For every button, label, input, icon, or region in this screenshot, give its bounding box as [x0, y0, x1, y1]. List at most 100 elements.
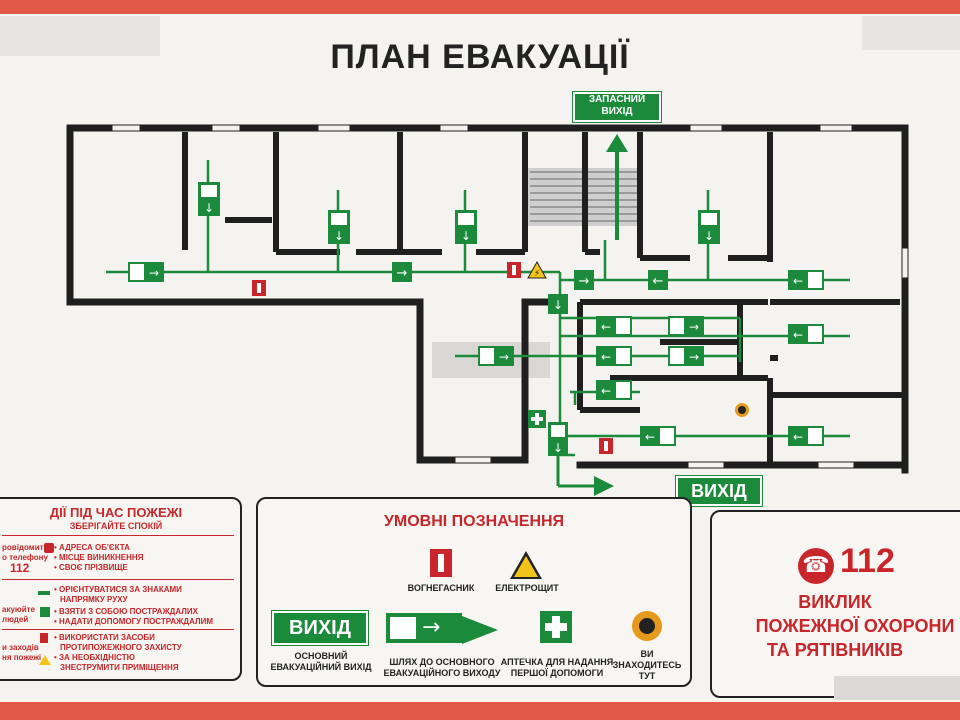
arrow-sign: → [574, 270, 594, 290]
electric-icon [39, 655, 51, 665]
spare-exit-line1: ЗАПАСНИЙ [588, 94, 646, 105]
action-item: • ОРІЄНТУВАТИСЯ ЗА ЗНАКАМИ [54, 585, 182, 594]
running-man-sign: ↓ [548, 422, 568, 456]
svg-text:→: → [149, 266, 159, 280]
svg-text:↓: ↓ [204, 201, 214, 215]
svg-text:←: ← [653, 274, 664, 289]
legend-exit-text: ВИХІД [289, 617, 351, 639]
extinguisher-icon [40, 633, 48, 643]
first-aid-icon [540, 611, 572, 643]
svg-text:←: ← [601, 384, 611, 398]
svg-text:↓: ↓ [334, 229, 344, 243]
red-frame-bottom [0, 702, 960, 720]
electric-panel-icon: ⚡ [527, 260, 547, 279]
first-aid-icon [40, 607, 50, 617]
phone-icon: ☎ [798, 548, 834, 584]
running-man-signs: ↓ ↓ ↓ ↓ ↓ ↓ [198, 182, 720, 456]
action-item: • ВИКОРИСТАТИ ЗАСОБИ [54, 633, 155, 642]
fire-actions-title: ДІЇ ПІД ЧАС ПОЖЕЖІ [49, 505, 183, 520]
exit-direction-sign: → [668, 346, 704, 366]
running-man-sign: ↓ [198, 182, 220, 216]
inner-walls [182, 132, 905, 465]
main-exit-text: ВИХІД [691, 481, 747, 501]
main-exit-arrow [556, 456, 614, 496]
action-item: НАПРЯМКУ РУХУ [60, 595, 128, 604]
svg-text:↓: ↓ [704, 229, 714, 243]
extinguisher-icon [430, 549, 452, 577]
exit-direction-sign: → [668, 316, 704, 336]
action-item: • ЗА НЕОБХІДНІСТЮ [54, 653, 135, 662]
svg-text:→: → [499, 350, 509, 364]
extinguisher-icon [599, 438, 613, 454]
exit-direction-sign: ← [596, 380, 632, 400]
svg-text:⚡: ⚡ [534, 269, 540, 279]
glare [0, 16, 160, 56]
legend-extinguisher-label: ВОГНЕГАСНИК [407, 583, 475, 593]
fragment-text: акуюйте [2, 605, 36, 614]
running-man-sign: ↓ [455, 210, 477, 244]
exit-direction-sign: ← [788, 426, 824, 446]
action-item: • ВЗЯТИ З СОБОЮ ПОСТРАЖДАЛИХ [54, 607, 198, 616]
legend-first-aid-label: АПТЕЧКА ДЛЯ НАДАННЯ [500, 657, 614, 667]
spare-exit-sign: ЗАПАСНИЙ ВИХІД [573, 92, 661, 122]
divider [2, 535, 234, 536]
fragment-number: 112 [10, 561, 30, 575]
legend-title: УМОВНІ ПОЗНАЧЕННЯ [383, 513, 565, 530]
legend-path-arrow [462, 616, 498, 644]
extinguisher-icons [252, 262, 613, 454]
fire-actions-subtitle: ЗБЕРІГАЙТЕ СПОКІЙ [69, 521, 163, 531]
arrow-right-icon: → [422, 615, 441, 640]
legend-main-exit-label: ЕВАКУАЦІЙНИЙ ВИХІД [270, 662, 372, 672]
svg-text:←: ← [645, 430, 655, 444]
action-item: • НАДАТИ ДОПОМОГУ ПОСТРАЖДАЛИМ [54, 617, 214, 626]
red-frame-top [0, 0, 960, 14]
legend-you-are-here-label: ТУТ [638, 671, 656, 681]
legend-path-sign: → [386, 613, 462, 643]
running-man-sign: ↓ [698, 210, 720, 244]
plan-title: ПЛАН ЕВАКУАЦІЇ [330, 38, 630, 76]
emergency-number: 112 [840, 542, 895, 580]
you-are-here-icon [632, 611, 662, 641]
svg-text:→: → [689, 320, 699, 334]
you-are-here-icon [735, 403, 749, 417]
svg-text:↓: ↓ [553, 441, 563, 455]
legend-electric-label: ЕЛЕКТРОЩИТ [495, 583, 559, 593]
spare-exit-line2: ВИХІД [601, 106, 633, 117]
extinguisher-icon [507, 262, 521, 278]
exit-direction-sign: ← [788, 324, 824, 344]
fragment-text: ня пожежі [2, 653, 42, 662]
action-item: • МІСЦЕ ВИНИКНЕННЯ [54, 553, 144, 562]
action-item: ЗНЕСТРУМИТИ ПРИМІЩЕННЯ [60, 663, 179, 672]
legend-you-are-here-label: ЗНАХОДИТЕСЬ [612, 660, 682, 670]
svg-text:←: ← [793, 274, 803, 288]
legend-panel: УМОВНІ ПОЗНАЧЕННЯ ВОГНЕГАСНИК ЕЛЕКТРОЩИТ… [256, 497, 692, 687]
emergency-panel: ☎ 112 ВИКЛИК ПОЖЕЖНОЇ ОХОРОНИ ТА РЯТІВНИ… [710, 510, 960, 698]
direction-signs: → → → ← ← → ← → ← ← → ← ← ← [128, 262, 824, 446]
fire-actions-panel: ДІЇ ПІД ЧАС ПОЖЕЖІ ЗБЕРІГАЙТЕ СПОКІЙ ров… [0, 497, 242, 681]
running-man-icon [390, 617, 416, 639]
legend-exit-sign: ВИХІД [272, 611, 368, 645]
svg-text:→: → [689, 350, 699, 364]
electric-panel-icon-fill [514, 556, 538, 577]
legend-first-aid-label: ПЕРШОЇ ДОПОМОГИ [510, 668, 604, 678]
glare [862, 16, 960, 50]
fragment-text: и заходів [2, 643, 39, 652]
phone-icon [44, 543, 54, 553]
arrow-icon [38, 591, 50, 595]
emergency-line: ТА РЯТІВНИКІВ [766, 640, 904, 660]
svg-text:→: → [579, 274, 590, 289]
glare [834, 676, 960, 700]
legend-main-exit-label: ОСНОВНИЙ [294, 651, 348, 661]
action-item: • СВОЄ ПРІЗВИЩЕ [54, 563, 128, 572]
divider [2, 629, 234, 630]
legend-you-are-here-label: ВИ [640, 649, 654, 659]
svg-text:←: ← [601, 350, 611, 364]
action-item: ПРОТИПОЖЕЖНОГО ЗАХИСТУ [60, 643, 182, 652]
first-aid-icon [528, 410, 546, 428]
svg-text:←: ← [793, 430, 803, 444]
exit-direction-sign: ← [788, 270, 824, 290]
exit-direction-sign: ← [596, 316, 632, 336]
main-exit-sign: ВИХІД [676, 476, 762, 506]
exit-direction-sign: ← [596, 346, 632, 366]
